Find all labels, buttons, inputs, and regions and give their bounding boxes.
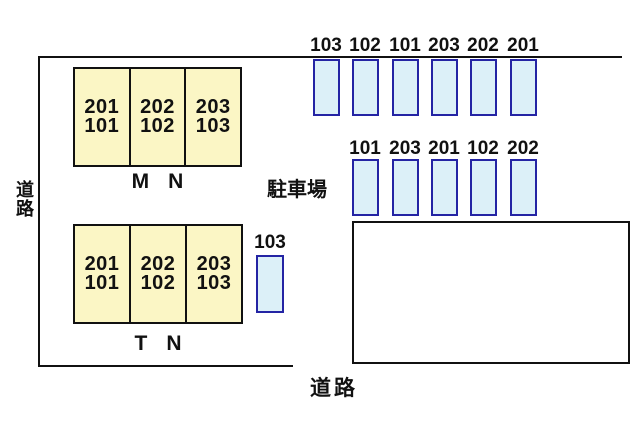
parking-stall-row1-5 (470, 59, 497, 116)
parking-stall-row2-5 (510, 159, 537, 216)
large-building-outline (352, 221, 630, 364)
building-tn-unit-cell-2: 202 102 (129, 226, 185, 322)
parking-stall-row1-1 (313, 59, 340, 116)
parking-stall-row1-3 (392, 59, 419, 116)
parking-single-label: 103 (254, 232, 286, 253)
parking-stall-row2-4 (470, 159, 497, 216)
unit-number: 103 (195, 115, 231, 137)
unit-number: 202 (140, 96, 175, 118)
parking-stall-row2-2 (392, 159, 419, 216)
building-tn-label: T N (73, 332, 243, 356)
building-mn-label: M N (73, 170, 242, 194)
building-tn-unit-cell-3: 203 103 (185, 226, 241, 322)
unit-number: 102 (140, 272, 176, 294)
parking-stall-row2-1 (352, 159, 379, 216)
building-mn-unit-cell-1: 201 101 (75, 69, 129, 165)
parking-stall-row1-2 (352, 59, 379, 116)
unit-number: 201 (84, 96, 120, 118)
parking-row1-label-6: 201 (507, 35, 539, 56)
unit-number: 203 (195, 96, 231, 118)
building-mn-unit-cell-3: 203 103 (184, 69, 240, 165)
parking-row1-label-2: 102 (349, 35, 381, 56)
unit-number: 101 (84, 115, 120, 137)
building-mn: 201 101 202 102 203 103 (73, 67, 242, 167)
parking-stall-row1-4 (431, 59, 458, 116)
parking-row2-label-4: 102 (467, 138, 499, 159)
parking-stall-single (256, 255, 284, 313)
unit-number: 101 (84, 272, 120, 294)
parking-row2-label-1: 101 (349, 138, 381, 159)
building-tn-label-b: N (166, 332, 182, 355)
parking-row2-label-2: 203 (389, 138, 421, 159)
building-tn-unit-cell-1: 201 101 (75, 226, 129, 322)
unit-number: 201 (84, 253, 120, 275)
building-mn-label-a: M (131, 170, 150, 193)
road-label-left: 道路 (14, 180, 34, 218)
parking-row1-label-4: 203 (428, 35, 460, 56)
unit-number: 103 (196, 272, 232, 294)
building-mn-unit-cell-2: 202 102 (128, 69, 185, 165)
building-tn: 201 101 202 102 203 103 (73, 224, 243, 324)
parking-row1-label-5: 202 (467, 35, 499, 56)
building-tn-label-a: T (134, 332, 148, 355)
building-mn-label-b: N (168, 170, 184, 193)
unit-number: 102 (140, 115, 175, 137)
parking-row2-label-5: 202 (507, 138, 539, 159)
parking-row1-label-3: 101 (389, 35, 421, 56)
parking-row2-label-3: 201 (428, 138, 460, 159)
parking-area-label: 駐車場 (267, 179, 327, 201)
road-label-bottom: 道路 (310, 377, 358, 400)
unit-number: 202 (140, 253, 176, 275)
parking-row1-label-1: 103 (310, 35, 342, 56)
parking-stall-row2-3 (431, 159, 458, 216)
unit-number: 203 (196, 253, 232, 275)
parking-stall-row1-6 (510, 59, 537, 116)
